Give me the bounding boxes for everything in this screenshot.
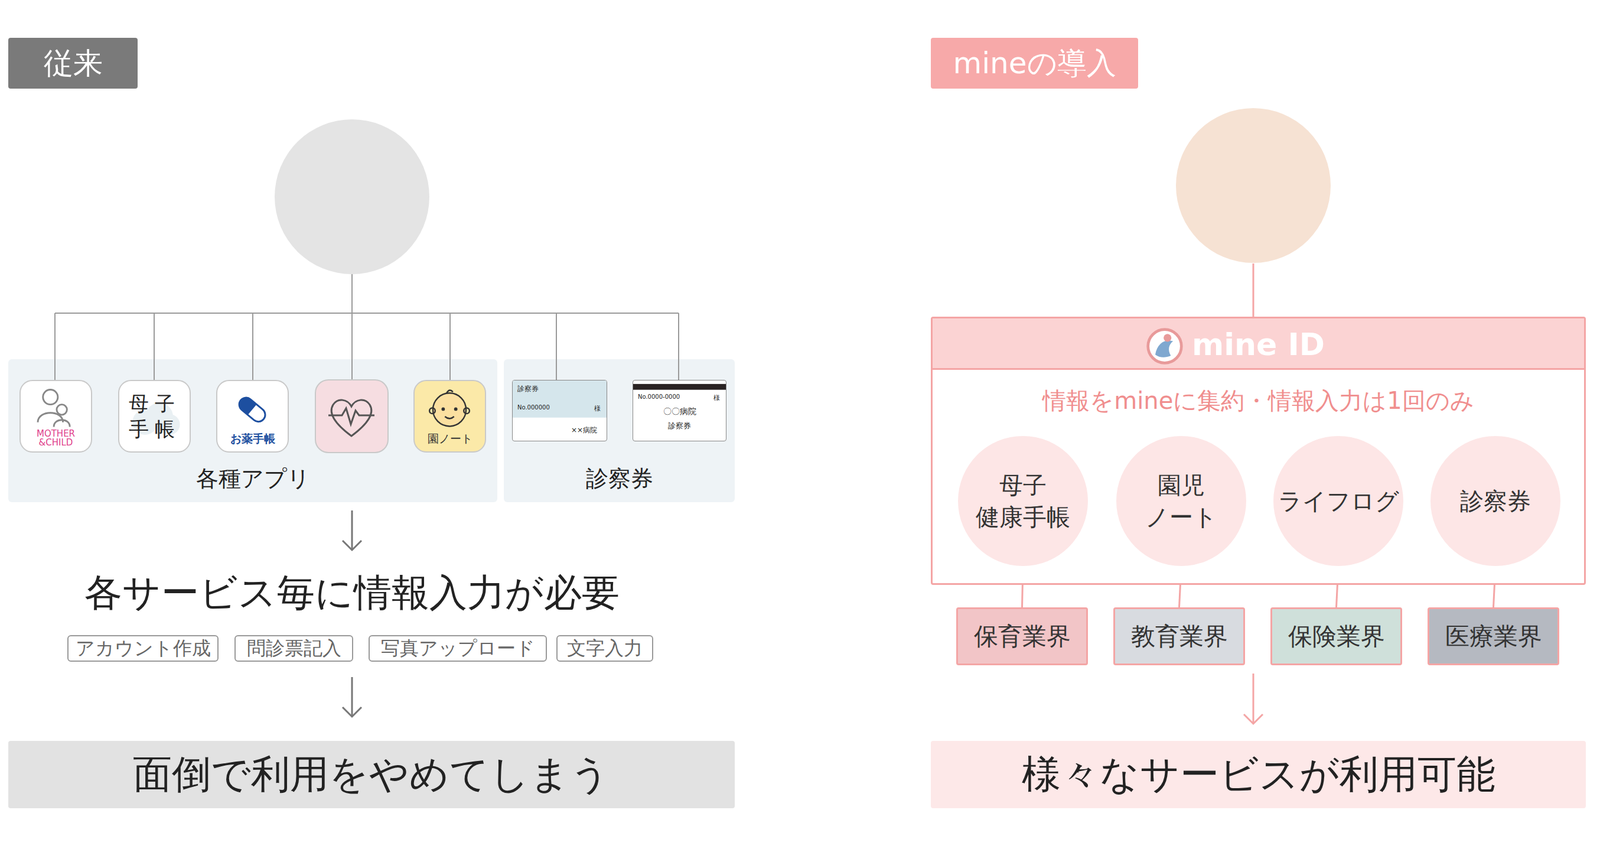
input-tag: 写真アップロード bbox=[368, 634, 547, 662]
node-text: 面倒で利用をやめてしまう bbox=[132, 747, 611, 801]
app-icon: 母子 手帳 bbox=[118, 379, 191, 453]
node-text: 文字入力 bbox=[566, 635, 643, 662]
node-text: 医療業界 bbox=[1445, 620, 1543, 653]
input-tag: 文字入力 bbox=[556, 634, 654, 662]
node-text: 各種アプリ bbox=[196, 463, 311, 494]
node-text: mineの導入 bbox=[952, 43, 1116, 84]
industry-box: 保険業界 bbox=[1270, 607, 1403, 666]
node-text: 保育業界 bbox=[973, 620, 1071, 653]
logo-head bbox=[1163, 333, 1172, 342]
node-text: 問診票記入 bbox=[246, 635, 342, 662]
industry-box: 教育業界 bbox=[1113, 607, 1246, 666]
node-text: 診察券 bbox=[1460, 484, 1531, 518]
node-text: MOTHER &CHILD bbox=[29, 429, 83, 449]
node-text: 写真アップロード bbox=[380, 635, 536, 662]
service-circle: 母子 健康手帳 bbox=[957, 435, 1088, 566]
node-text: ライフログ bbox=[1278, 484, 1400, 518]
node-text: 診察券 bbox=[633, 420, 726, 432]
input-tag: アカウント作成 bbox=[67, 634, 219, 662]
section-tag: mineの導入 bbox=[930, 37, 1139, 89]
node-text: 様々なサービスが利用可能 bbox=[1021, 747, 1496, 801]
node-text: 従来 bbox=[43, 43, 103, 84]
patient-card: 診察券 No.000000 様 ××病院 bbox=[512, 379, 608, 442]
group-panel: 診察券診察券No.000000様××病院No.0000-0000様〇〇病院診察券 bbox=[503, 359, 735, 503]
node-text: お薬手帳 bbox=[230, 431, 276, 447]
platform-box: mine ID 情報をmineに集約・情報入力は1回のみ母子 健康手帳園児 ノート… bbox=[930, 316, 1586, 585]
avatar-gray bbox=[274, 119, 430, 275]
app-icon: MOTHER &CHILD bbox=[19, 379, 93, 453]
mine-logo bbox=[1145, 326, 1185, 366]
node-text: ××病院 bbox=[571, 425, 598, 436]
node-text: 様 bbox=[713, 393, 720, 403]
logo-ring bbox=[1148, 328, 1182, 363]
industry-box: 医療業界 bbox=[1427, 607, 1560, 666]
tree-lines bbox=[54, 274, 679, 380]
node-text: 母子 健康手帳 bbox=[966, 468, 1080, 533]
service-circle: 診察券 bbox=[1430, 435, 1561, 566]
section-tag: 従来 bbox=[8, 37, 138, 89]
service-circle: 園児 ノート bbox=[1116, 435, 1247, 566]
logo-figure bbox=[1155, 340, 1173, 357]
node-text: 園ノート bbox=[427, 431, 473, 447]
flow-note: 各サービス毎に情報入力が必要 bbox=[8, 566, 696, 619]
node-text: 母子 手帳 bbox=[125, 390, 185, 442]
node-text: 教育業界 bbox=[1131, 620, 1228, 653]
node-text: 保険業界 bbox=[1288, 620, 1386, 653]
patient-card: No.0000-0000 様〇〇病院診察券 bbox=[632, 379, 727, 442]
node-text: 情報をmineに集約・情報入力は1回のみ bbox=[932, 384, 1585, 417]
node-text: No.0000-0000 bbox=[637, 393, 680, 400]
result-box: 様々なサービスが利用可能 bbox=[930, 740, 1586, 808]
group-panel: 各種アプリ MOTHER &CHILD 母子 手帳お薬手帳 園ノート bbox=[8, 359, 498, 503]
node-text: 園児 ノート bbox=[1125, 468, 1238, 533]
industry-box: 保育業界 bbox=[956, 607, 1088, 666]
node-text: 様 bbox=[594, 403, 601, 413]
app-icon: お薬手帳 bbox=[216, 379, 289, 453]
node-text: 〇〇病院 bbox=[633, 406, 726, 417]
app-icon: 園ノート bbox=[413, 379, 487, 453]
node-text: 診察券 bbox=[517, 383, 539, 394]
service-circle: ライフログ bbox=[1273, 435, 1404, 566]
result-box: 面倒で利用をやめてしまう bbox=[8, 740, 735, 808]
node-text: No.000000 bbox=[517, 403, 550, 411]
node-text: 診察券 bbox=[585, 463, 654, 494]
app-panel-ground bbox=[8, 359, 498, 503]
icon-art bbox=[119, 380, 190, 452]
node-text: アカウント作成 bbox=[75, 635, 211, 662]
node-text: mine ID bbox=[932, 318, 1585, 370]
input-tag: 問診票記入 bbox=[234, 634, 354, 662]
avatar-color bbox=[1175, 108, 1331, 263]
card-panel-ground bbox=[503, 359, 735, 503]
